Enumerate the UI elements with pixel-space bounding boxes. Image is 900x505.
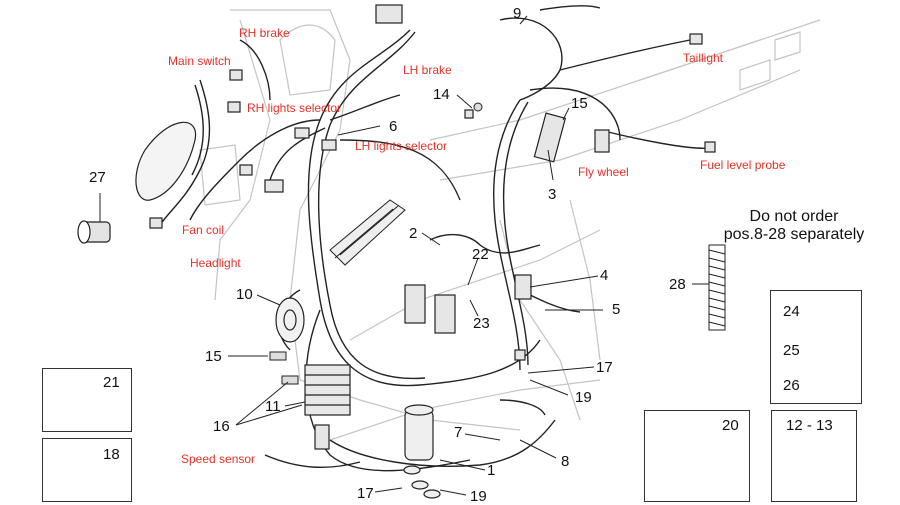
bolt xyxy=(269,102,483,385)
part-number-3: 3 xyxy=(548,186,557,203)
part-number-15: 15 xyxy=(205,348,222,365)
part-number-10: 10 xyxy=(236,286,253,303)
part-number-28: 28 xyxy=(669,276,686,293)
part-number-16: 16 xyxy=(213,418,230,435)
horn xyxy=(275,297,305,343)
fan-coil-grill xyxy=(329,199,406,266)
part-number-15-top: 15 xyxy=(571,95,588,112)
part-box-12-13 xyxy=(771,410,857,502)
part-box-20 xyxy=(644,410,750,502)
order-note: Do not order pos.8-28 separately xyxy=(718,208,870,244)
part-number-17: 17 xyxy=(596,359,613,376)
part-box-fuses xyxy=(770,290,862,404)
label-rh-brake: RH brake xyxy=(239,26,290,40)
part-number-24: 24 xyxy=(783,303,800,320)
part-number-20: 20 xyxy=(722,417,739,434)
label-taillight: Taillight xyxy=(683,51,724,65)
part-number-6: 6 xyxy=(389,118,398,135)
part-number-2: 2 xyxy=(409,225,418,242)
part-number-26: 26 xyxy=(783,377,800,394)
part-number-18: 18 xyxy=(103,446,120,463)
label-lh-brake: LH brake xyxy=(403,63,452,77)
part-number-5: 5 xyxy=(612,301,621,318)
part-number-25: 25 xyxy=(783,342,800,359)
label-main-switch: Main switch xyxy=(168,54,231,68)
part-number-11: 11 xyxy=(265,398,281,415)
part-number-4: 4 xyxy=(600,267,609,284)
part-number-19: 19 xyxy=(575,389,592,406)
part-number-1: 1 xyxy=(487,462,496,479)
part-number-9: 9 xyxy=(513,5,522,22)
part-number-27: 27 xyxy=(89,169,106,186)
part-number-17-bottom: 17 xyxy=(357,485,374,502)
order-note-line2: pos.8-28 separately xyxy=(723,226,865,243)
part-number-22: 22 xyxy=(472,246,489,263)
label-rh-lights-selector: RH lights selector xyxy=(247,101,342,115)
label-fuel-level-probe: Fuel level probe xyxy=(700,158,786,172)
coil-cylinder xyxy=(403,404,441,499)
order-note-line1: Do not order xyxy=(749,208,839,225)
frame-outline xyxy=(199,9,821,441)
power-socket xyxy=(77,220,111,244)
part-number-21: 21 xyxy=(103,374,120,391)
label-fly-wheel: Fly wheel xyxy=(578,165,629,179)
part-number-14: 14 xyxy=(433,86,450,103)
headlight-lens xyxy=(135,121,197,201)
spiral-sleeve xyxy=(708,244,726,331)
voltage-regulator xyxy=(304,364,351,416)
part-box-18 xyxy=(42,438,132,502)
part-number-7: 7 xyxy=(454,424,463,441)
label-headlight: Headlight xyxy=(190,256,241,270)
connectors xyxy=(149,4,716,450)
part-number-12-13: 12 - 13 xyxy=(786,417,833,434)
part-number-19-bottom: 19 xyxy=(470,488,487,505)
part-number-8: 8 xyxy=(561,453,570,470)
part-box-21 xyxy=(42,368,132,432)
label-fan-coil: Fan coil xyxy=(182,223,225,237)
label-speed-sensor: Speed sensor xyxy=(181,452,256,466)
harness-cables xyxy=(159,5,711,472)
label-lh-lights-selector: LH lights selector xyxy=(355,139,448,153)
part-number-23: 23 xyxy=(473,315,490,332)
